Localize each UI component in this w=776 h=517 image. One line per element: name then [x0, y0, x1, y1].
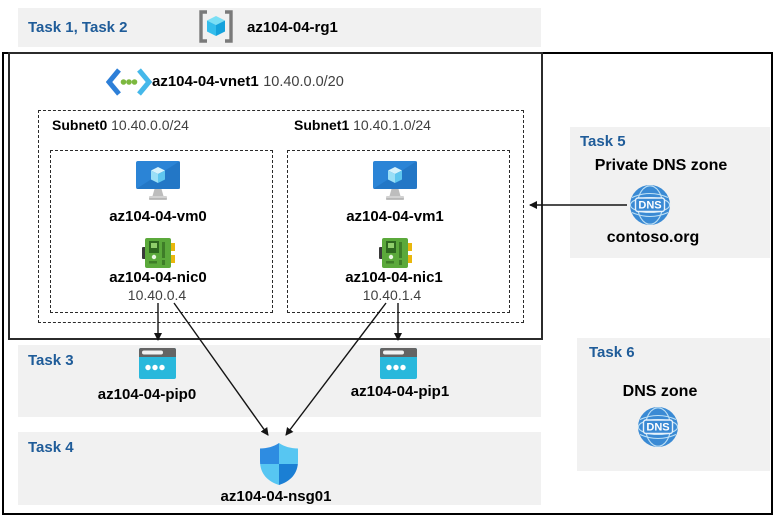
dns-zone-title: DNS zone — [622, 383, 698, 400]
task-3-label: Task 3 — [28, 352, 74, 369]
subnet0-box — [50, 150, 273, 313]
public-ip-icon — [139, 348, 176, 379]
subnet0-label: Subnet0 10.40.0.0/24 — [52, 117, 189, 133]
vm-icon — [136, 161, 180, 200]
public-ip-icon — [380, 348, 417, 379]
nic-icon — [142, 238, 175, 268]
pip1-name: az104-04-pip1 — [350, 383, 450, 400]
subnet1-name: Subnet1 — [294, 117, 350, 133]
vnet-box — [8, 52, 543, 340]
resource-group-icon — [199, 10, 233, 43]
vm0-name: az104-04-vm0 — [109, 208, 207, 225]
dns-icon: DNS — [637, 407, 679, 447]
private-dns-zone-name: contoso.org — [606, 229, 700, 246]
dns-icon-text: DNS — [646, 422, 669, 434]
nic0-name: az104-04-nic0 — [109, 269, 207, 286]
subnets-container — [38, 110, 524, 323]
task-1-2-panel — [18, 8, 541, 47]
task-3-panel — [18, 345, 541, 417]
nic-icon — [379, 238, 412, 268]
dns-icon-text: DNS — [638, 200, 661, 212]
subnet0-cidr: 10.40.0.0/24 — [111, 117, 189, 133]
task-5-label: Task 5 — [580, 133, 626, 150]
task-6-panel — [577, 338, 770, 471]
nsg-name: az104-04-nsg01 — [220, 488, 332, 505]
vnet-cidr: 10.40.0.0/20 — [263, 74, 344, 90]
vnet-icon — [106, 68, 152, 96]
subnet0-name: Subnet0 — [52, 117, 108, 133]
nic0-ip: 10.40.0.4 — [127, 287, 187, 303]
subnet1-cidr: 10.40.1.0/24 — [353, 117, 431, 133]
vnet-label: az104-04-vnet1 10.40.0.0/20 — [152, 73, 344, 91]
nsg-shield-icon — [260, 443, 298, 485]
vnet-name: az104-04-vnet1 — [152, 73, 259, 90]
dns-icon: DNS — [629, 185, 671, 225]
vm-icon — [373, 161, 417, 200]
private-dns-zone-title: Private DNS zone — [594, 157, 728, 174]
vm1-name: az104-04-vm1 — [346, 208, 444, 225]
nic1-name: az104-04-nic1 — [345, 269, 443, 286]
task-4-label: Task 4 — [28, 439, 74, 456]
task-1-2-label: Task 1, Task 2 — [28, 19, 128, 36]
nic1-ip: 10.40.1.4 — [362, 287, 422, 303]
task-5-panel — [570, 127, 770, 258]
pip0-name: az104-04-pip0 — [97, 386, 197, 403]
task-6-label: Task 6 — [589, 344, 635, 361]
subnet1-label: Subnet1 10.40.1.0/24 — [294, 117, 431, 133]
resource-group-name: az104-04-rg1 — [247, 19, 338, 36]
